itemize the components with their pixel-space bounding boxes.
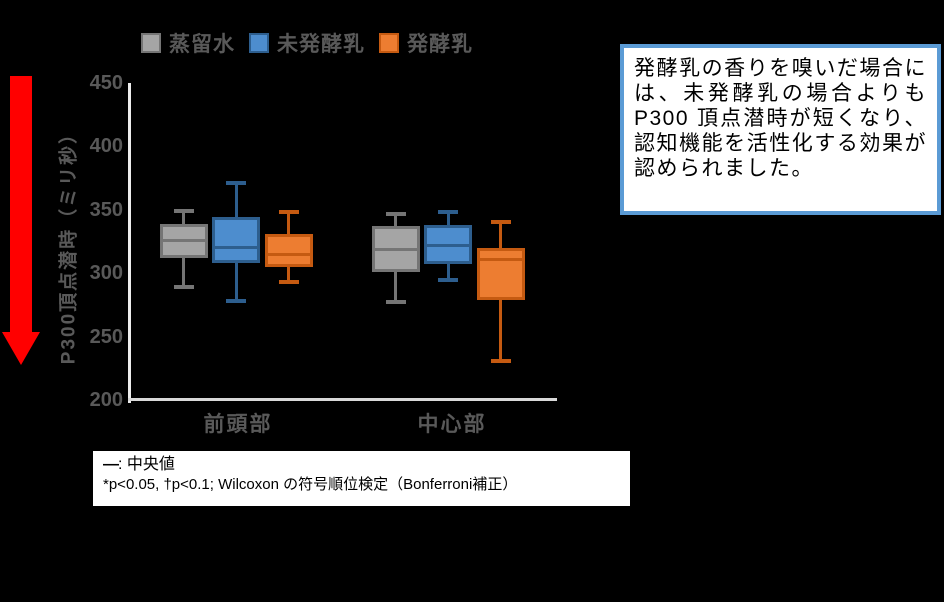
y-tick-label: 250 [89, 325, 123, 348]
whisker-cap-bottom [173, 285, 194, 290]
footnote-median-line: —: 中央値 [103, 455, 620, 475]
annotation-text: 発酵乳の香りを嗅いだ場合には、未発酵乳の場合よりもP300 頂点潜時が短くなり、… [634, 57, 927, 180]
whisker-cap-bottom [385, 300, 406, 305]
median-line [427, 243, 469, 247]
y-tick-label: 450 [89, 72, 123, 94]
y-axis-line [128, 83, 131, 403]
median-line [162, 238, 205, 242]
footnote-median-label: : 中央値 [118, 456, 175, 473]
legend-item-distilled-water: 蒸留水 [141, 28, 235, 58]
y-tick-label: 200 [89, 389, 123, 411]
y-tick-label: 350 [89, 198, 123, 221]
x-axis-line [128, 398, 557, 401]
box [212, 217, 260, 264]
y-tick-label: 400 [89, 135, 123, 158]
legend-label-unfermented-milk: 未発酵乳 [277, 33, 365, 56]
median-line [374, 247, 417, 251]
whisker-cap-top [490, 220, 511, 225]
whisker-cap-bottom [438, 277, 458, 282]
legend-item-fermented-milk: 発酵乳 [379, 28, 473, 58]
legend-label-fermented-milk: 発酵乳 [407, 33, 473, 56]
whisker-cap-bottom [278, 280, 299, 285]
whisker-cap-top [438, 210, 458, 215]
whisker-cap-bottom [226, 299, 246, 304]
whisker-cap-top [173, 209, 194, 214]
x-category-label-central: 中心部 [417, 413, 487, 436]
chart-legend: 蒸留水 未発酵乳 発酵乳 [141, 28, 473, 58]
median-line [267, 252, 310, 256]
footnote-stats-line: *p<0.05, †p<0.1; Wilcoxon の符号順位検定（Bonfer… [103, 476, 518, 493]
median-line-symbol: — [103, 456, 119, 473]
legend-swatch-fermented-milk-icon [379, 33, 399, 53]
box [476, 247, 525, 300]
legend-label-distilled-water: 蒸留水 [169, 33, 235, 56]
footnote-box: —: 中央値 *p<0.05, †p<0.1; Wilcoxon の符号順位検定… [93, 451, 630, 506]
median-line [215, 246, 257, 250]
downward-trend-arrow-icon [2, 76, 40, 365]
legend-swatch-distilled-water-icon [141, 33, 161, 53]
annotation-box: 発酵乳の香りを嗅いだ場合には、未発酵乳の場合よりもP300 頂点潜時が短くなり、… [620, 44, 941, 215]
whisker-cap-top [278, 210, 299, 215]
median-line [479, 257, 522, 261]
box [264, 233, 313, 267]
legend-swatch-unfermented-milk-icon [249, 33, 269, 53]
whisker-cap-top [226, 181, 246, 186]
x-category-label-frontal: 前頭部 [203, 413, 273, 436]
whisker-cap-bottom [490, 358, 511, 363]
legend-item-unfermented-milk: 未発酵乳 [249, 28, 365, 58]
whisker-cap-top [385, 211, 406, 216]
y-tick-label: 300 [89, 262, 123, 285]
